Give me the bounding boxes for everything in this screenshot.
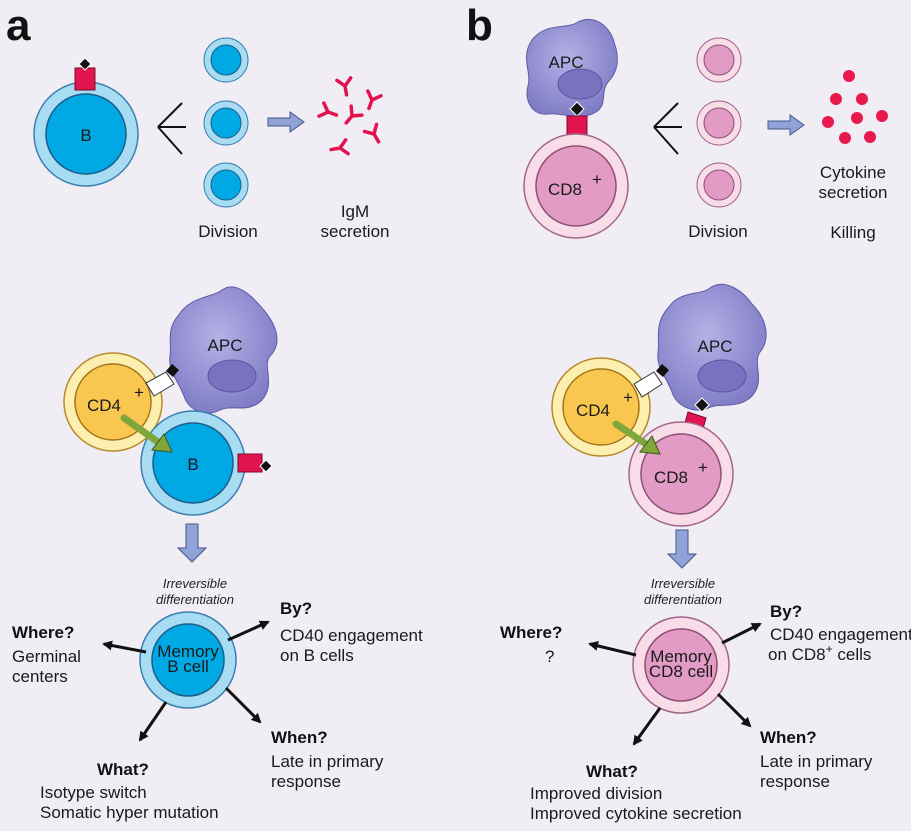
by-q-b: By? (770, 602, 802, 621)
where-q-a: Where? (12, 623, 74, 642)
where-2-a: centers (12, 667, 68, 686)
cd8-label-top: CD8 (548, 180, 582, 199)
cytokine-label-2: secretion (819, 183, 888, 202)
by-2a-b: on CD8 (768, 645, 826, 664)
down-arrow-b (666, 529, 698, 569)
igm-label-2: secretion (321, 222, 390, 241)
memory-cd8-label-2: CD8 cell (649, 662, 713, 681)
down-arrow-a (176, 523, 208, 563)
bcr-receptor-icon (74, 57, 96, 91)
b-cell-activated-label: B (187, 455, 198, 474)
b-cell-label: B (80, 126, 91, 145)
igm-label-1: IgM (341, 202, 369, 221)
memory-cd8-arrows (588, 622, 762, 746)
panel-a-label: a (6, 1, 31, 50)
apc-label-b-top: APC (549, 53, 584, 72)
divided-b-cells (203, 37, 249, 208)
tcr-mhc-icon-b (633, 364, 669, 398)
cytokine-label-1: Cytokine (820, 163, 886, 182)
memory-b-label-2: B cell (167, 657, 209, 676)
b-cell-naive: B (33, 81, 139, 187)
cd4-sup-a: + (134, 383, 144, 402)
by-2-b: on CD8+ cells (768, 642, 871, 664)
cd8-cell-naive: CD8 + (523, 133, 629, 239)
by-2sup-b: + (826, 642, 833, 656)
irreversible-label-b: Irreversible (651, 576, 715, 591)
where-1-a: Germinal (12, 647, 81, 666)
cd4-label-b: CD4 (576, 401, 610, 420)
igm-antibodies-icon (317, 76, 387, 159)
memory-cd8-label-1: Memory (650, 647, 712, 666)
division-fan-icon-b (653, 102, 682, 155)
cd8-sup-top: + (592, 170, 602, 189)
apc-cell-b-top: APC (526, 19, 618, 117)
what-q-b: What? (586, 762, 638, 781)
differentiation-label-b: differentiation (644, 592, 722, 607)
arrow-to-cytokine (767, 114, 805, 136)
where-q-b: Where? (500, 623, 562, 642)
killing-label: Killing (830, 223, 875, 242)
division-label-b: Division (688, 222, 748, 241)
cd4-cell-b: CD4 + (551, 357, 651, 457)
cd4-label-a: CD4 (87, 396, 121, 415)
when-q-a: When? (271, 728, 328, 747)
division-fan-icon (157, 102, 186, 155)
when-1-b: Late in primary (760, 752, 873, 771)
what-1-a: Isotype switch (40, 783, 147, 802)
what-1-b: Improved division (530, 784, 662, 803)
memory-b-arrows (102, 620, 270, 742)
by-1-b: CD40 engagement (770, 625, 911, 644)
arrow-to-igm (267, 111, 305, 133)
help-arrow-b (612, 420, 661, 455)
cytokine-dots-icon (822, 70, 888, 144)
where-1-b: ? (545, 647, 554, 666)
cd8-sup-b: + (698, 458, 708, 477)
by-2-a: on B cells (280, 646, 354, 665)
memory-b-label-1: Memory (157, 642, 219, 661)
when-2-a: response (271, 772, 341, 791)
differentiation-label-a: differentiation (156, 592, 234, 607)
b-cell-activated: B (140, 410, 246, 516)
memory-b-cell: Memory B cell (139, 611, 237, 709)
tcr-mhc-icon-a (145, 364, 179, 397)
apc-label-a: APC (208, 336, 243, 355)
when-q-b: When? (760, 728, 817, 747)
apc-cell-b-lower: APC (657, 283, 767, 411)
help-arrow-a (120, 414, 173, 453)
irreversible-label-a: Irreversible (163, 576, 227, 591)
cd8-label-b: CD8 (654, 468, 688, 487)
when-1-a: Late in primary (271, 752, 384, 771)
by-1-a: CD40 engagement (280, 626, 423, 645)
memory-cd8-cell: Memory CD8 cell (632, 616, 730, 714)
apc-label-b-lower: APC (698, 337, 733, 356)
divided-cd8-cells (696, 37, 742, 208)
division-label-a: Division (198, 222, 258, 241)
by-2b-b: cells (833, 645, 872, 664)
cd4-sup-b: + (623, 388, 633, 407)
by-q-a: By? (280, 599, 312, 618)
tcr-mhc-icon-b-top (566, 101, 588, 141)
cd8-cell-activated: CD8 + (628, 421, 734, 527)
bcr-receptor-icon-2 (237, 453, 273, 473)
what-2-b: Improved cytokine secretion (530, 804, 742, 823)
apc-cell-a: APC (169, 286, 278, 414)
panel-b-label: b (466, 1, 493, 50)
what-q-a: What? (97, 760, 149, 779)
when-2-b: response (760, 772, 830, 791)
what-2-a: Somatic hyper mutation (40, 803, 219, 822)
